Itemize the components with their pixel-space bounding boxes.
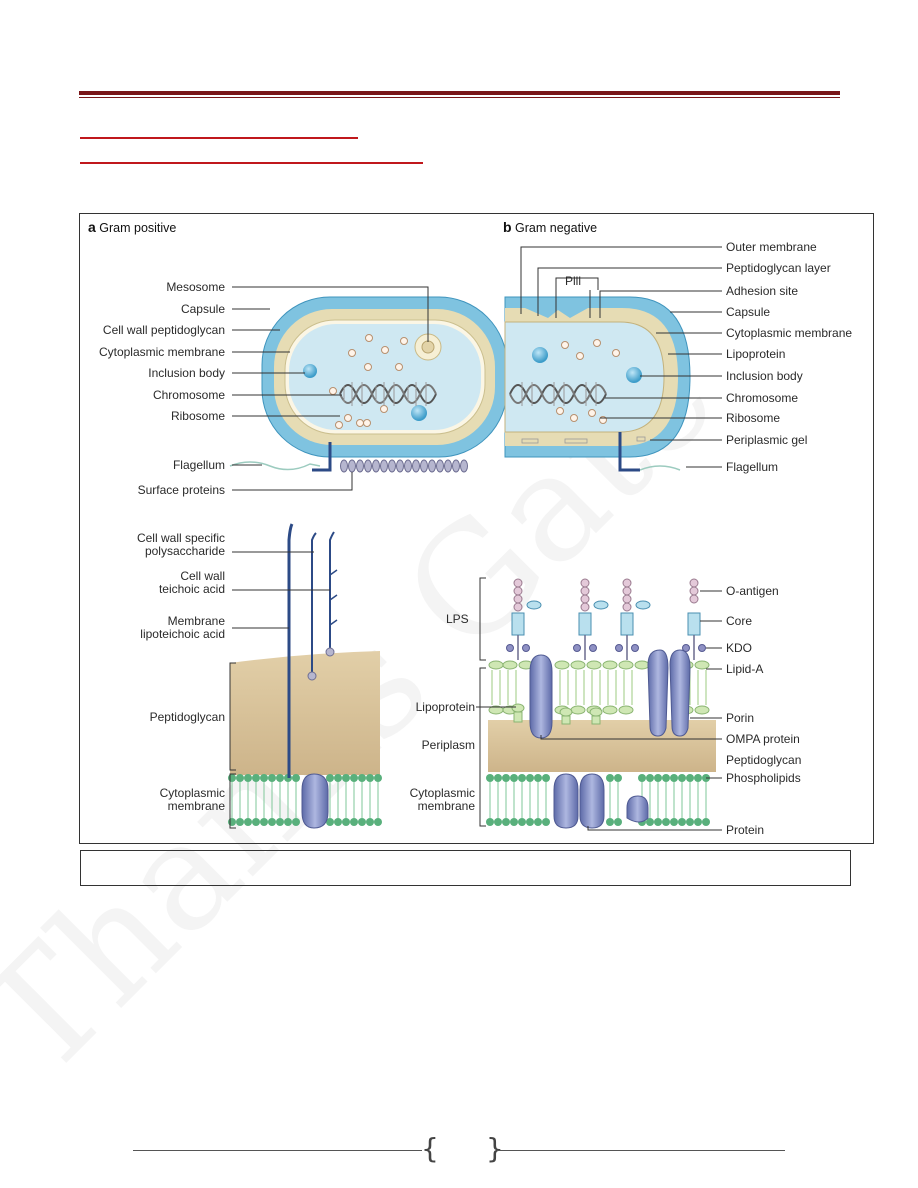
label-cell-wall-peptidoglycan: Cell wall peptidoglycan — [103, 323, 225, 337]
footer-brace-right: } — [486, 1132, 504, 1165]
label-adhesion-site: Adhesion site — [726, 284, 798, 298]
label-membrane-b-1: Cytoplasmic — [410, 786, 475, 800]
label-outer-membrane: Outer membrane — [726, 240, 817, 254]
label-chromosome-b: Chromosome — [726, 391, 798, 405]
label-kdo: KDO — [726, 641, 752, 655]
label-cell-wall-polysaccharide-2: polysaccharide — [145, 544, 225, 558]
label-pili: Pili — [565, 274, 581, 288]
label-lipid-a: Lipid-A — [726, 662, 763, 676]
label-phospholipids: Phospholipids — [726, 771, 801, 785]
footer-rule-right — [497, 1150, 785, 1151]
label-membrane-a-1: Cytoplasmic — [160, 786, 225, 800]
label-o-antigen: O-antigen — [726, 584, 779, 598]
label-inclusion-body: Inclusion body — [148, 366, 225, 380]
label-cell-wall-polysaccharide-1: Cell wall specific — [137, 531, 225, 545]
gram-positive-cell — [230, 297, 507, 472]
label-capsule: Capsule — [181, 302, 225, 316]
gram-negative-cell — [505, 297, 690, 470]
label-flagellum-b: Flagellum — [726, 460, 778, 474]
label-teichoic-acid-1: Cell wall — [180, 569, 225, 583]
label-lps: LPS — [446, 612, 469, 626]
label-flagellum: Flagellum — [173, 458, 225, 472]
label-membrane-b-2: membrane — [418, 799, 475, 813]
footer-rule-left — [133, 1150, 422, 1151]
lps-units — [507, 579, 706, 660]
label-lipoprotein-wall: Lipoprotein — [416, 700, 475, 714]
label-porin: Porin — [726, 711, 754, 725]
label-chromosome: Chromosome — [153, 388, 225, 402]
label-capsule-b: Capsule — [726, 305, 770, 319]
label-peptidoglycan-b: Peptidoglycan — [726, 753, 801, 767]
label-ribosome: Ribosome — [171, 409, 225, 423]
label-lipoteichoic-acid-1: Membrane — [168, 614, 225, 628]
inclusion-body-a — [303, 364, 317, 378]
gram-positive-wall — [228, 524, 382, 828]
label-peptidoglycan-layer: Peptidoglycan layer — [726, 261, 831, 275]
label-periplasm: Periplasm — [422, 738, 475, 752]
label-ribosome-b: Ribosome — [726, 411, 780, 425]
label-core: Core — [726, 614, 752, 628]
label-mesosome: Mesosome — [166, 280, 225, 294]
label-inclusion-body-b: Inclusion body — [726, 369, 803, 383]
label-peptidoglycan-a: Peptidoglycan — [150, 710, 225, 724]
label-teichoic-acid-2: teichoic acid — [159, 582, 225, 596]
label-protein: Protein — [726, 823, 764, 837]
label-cytoplasmic-membrane: Cytoplasmic membrane — [99, 345, 225, 359]
gram-negative-wall — [480, 578, 716, 828]
label-cytoplasmic-membrane-b: Cytoplasmic membrane — [726, 326, 852, 340]
label-ompa-protein: OMPA protein — [726, 732, 800, 746]
label-periplasmic-gel: Periplasmic gel — [726, 433, 807, 447]
label-surface-proteins: Surface proteins — [138, 483, 225, 497]
label-lipoteichoic-acid-2: lipoteichoic acid — [140, 627, 225, 641]
footer-brace-left: { — [421, 1132, 439, 1165]
label-lipoprotein-b: Lipoprotein — [726, 347, 785, 361]
label-membrane-a-2: membrane — [168, 799, 225, 813]
